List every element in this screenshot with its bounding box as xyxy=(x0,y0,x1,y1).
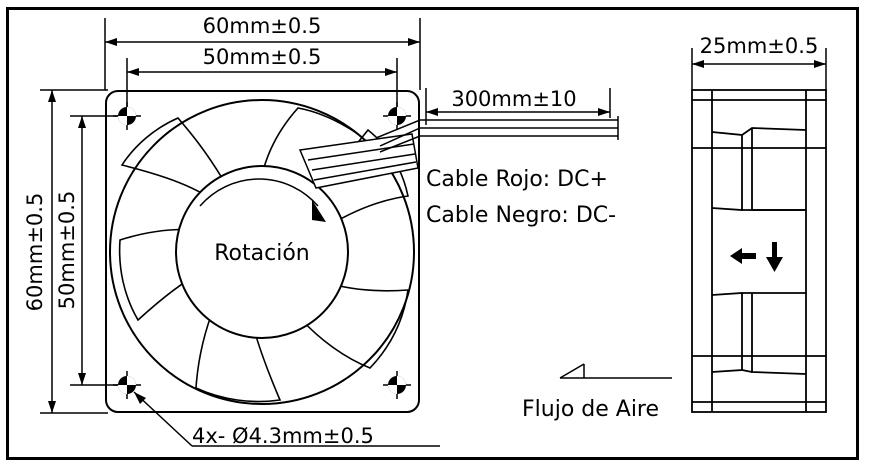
fan-opening xyxy=(109,99,415,405)
label-rotation: Rotación xyxy=(214,241,309,266)
airflow-direction-icons xyxy=(730,242,783,272)
dim-hole-width xyxy=(126,58,398,110)
label-airflow: Flujo de Aire xyxy=(522,397,659,422)
label-hole-width: 50mm±0.5 xyxy=(203,45,322,69)
cables xyxy=(375,116,619,153)
holes-leader xyxy=(133,391,440,447)
label-outer-height: 60mm±0.5 xyxy=(23,193,47,312)
label-depth: 25mm±0.5 xyxy=(700,34,819,58)
airflow-arrow-icon xyxy=(559,363,672,379)
rotation-arrow-icon xyxy=(312,200,326,222)
dim-cable-length xyxy=(425,88,611,125)
label-hole-height: 50mm±0.5 xyxy=(55,191,79,310)
fan-hub xyxy=(175,165,349,339)
label-cable-length: 300mm±10 xyxy=(451,87,576,111)
rotation-arc xyxy=(199,178,319,207)
dim-depth xyxy=(691,48,827,90)
fan-side-view xyxy=(691,89,827,413)
label-cable-black: Cable Negro: DC- xyxy=(426,203,616,228)
dim-outer-width xyxy=(104,18,421,90)
mounting-holes xyxy=(113,102,411,399)
dim-outer-height xyxy=(40,89,108,414)
label-outer-width: 60mm±0.5 xyxy=(203,14,322,38)
cable-strut xyxy=(298,133,419,189)
label-cable-red: Cable Rojo: DC+ xyxy=(426,167,608,192)
fan-frame xyxy=(105,90,420,413)
label-holes: 4x- Ø4.3mm±0.5 xyxy=(192,424,374,448)
